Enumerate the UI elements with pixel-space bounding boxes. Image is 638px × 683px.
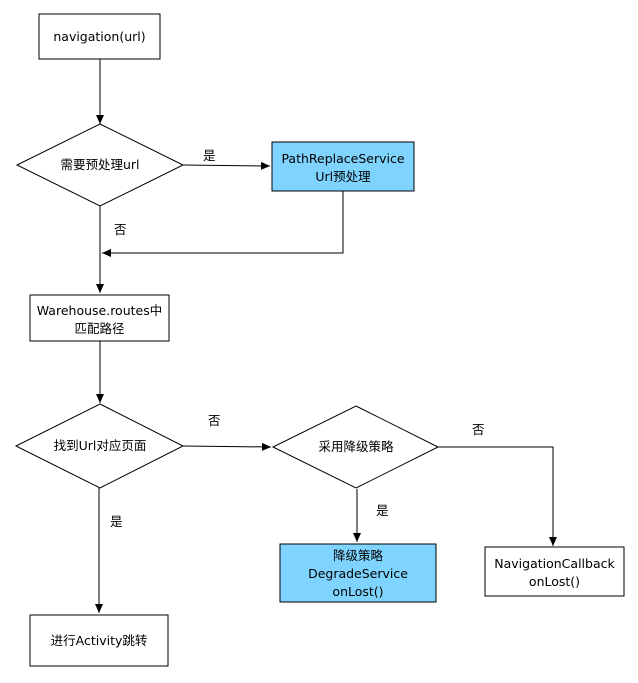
node-degrade-service-box — [279, 543, 437, 603]
edge-degrade-no — [438, 446, 557, 546]
node-warehouse: Warehouse.routes中 匹配路径 — [29, 294, 170, 342]
node-degrade-service-line3: onLost() — [332, 584, 383, 599]
node-preprocess-label: 需要预处理url — [60, 157, 139, 172]
edges — [95, 59, 557, 613]
edge-find-no — [182, 442, 272, 451]
node-path-replace-line1: PathReplaceService — [281, 151, 404, 166]
edge-label-degrade-yes: 是 — [376, 503, 389, 518]
edge-label-degrade-no: 否 — [472, 422, 485, 437]
node-degrade-service-line1: 降级策略 — [333, 548, 384, 563]
node-activity-jump-label: 进行Activity跳转 — [51, 633, 148, 648]
node-nav-callback-line2: onLost() — [529, 574, 580, 589]
node-path-replace-box — [271, 141, 415, 192]
node-activity-jump: 进行Activity跳转 — [29, 614, 169, 667]
node-warehouse-box — [29, 294, 170, 342]
node-degrade-service-line2: DegradeService — [308, 566, 408, 581]
node-degrade-diamond — [271, 405, 440, 489]
node-nav-callback-line1: NavigationCallback — [494, 556, 615, 571]
node-find-page-decision: 找到Url对应页面 — [14, 403, 185, 489]
edge-label-preprocess-yes: 是 — [203, 148, 216, 163]
node-navigation: navigation(url) — [38, 13, 161, 60]
edge-pathreplace-return — [102, 191, 344, 257]
node-preprocess-decision: 需要预处理url — [15, 123, 185, 207]
edge-label-preprocess-no: 否 — [114, 222, 127, 237]
node-preprocess-diamond — [15, 123, 185, 207]
node-path-replace: PathReplaceService Url预处理 — [271, 141, 415, 192]
node-warehouse-line1: Warehouse.routes中 — [37, 303, 162, 318]
node-nav-callback: NavigationCallback onLost() — [484, 546, 625, 597]
node-find-page-label: 找到Url对应页面 — [54, 438, 147, 453]
node-nav-callback-box — [484, 546, 625, 597]
edge-label-find-yes: 是 — [110, 514, 123, 529]
node-navigation-box — [38, 13, 161, 60]
node-activity-jump-box — [29, 614, 169, 667]
node-degrade-service: 降级策略 DegradeService onLost() — [279, 543, 437, 603]
edge-label-find-no: 否 — [208, 413, 221, 428]
edge-preprocess-yes — [182, 161, 271, 170]
node-degrade-decision: 采用降级策略 — [271, 405, 440, 489]
node-path-replace-line2: Url预处理 — [315, 169, 371, 184]
node-find-page-diamond — [14, 403, 185, 489]
node-degrade-label: 采用降级策略 — [318, 439, 394, 454]
node-navigation-label: navigation(url) — [53, 29, 145, 44]
node-warehouse-line2: 匹配路径 — [74, 321, 124, 336]
